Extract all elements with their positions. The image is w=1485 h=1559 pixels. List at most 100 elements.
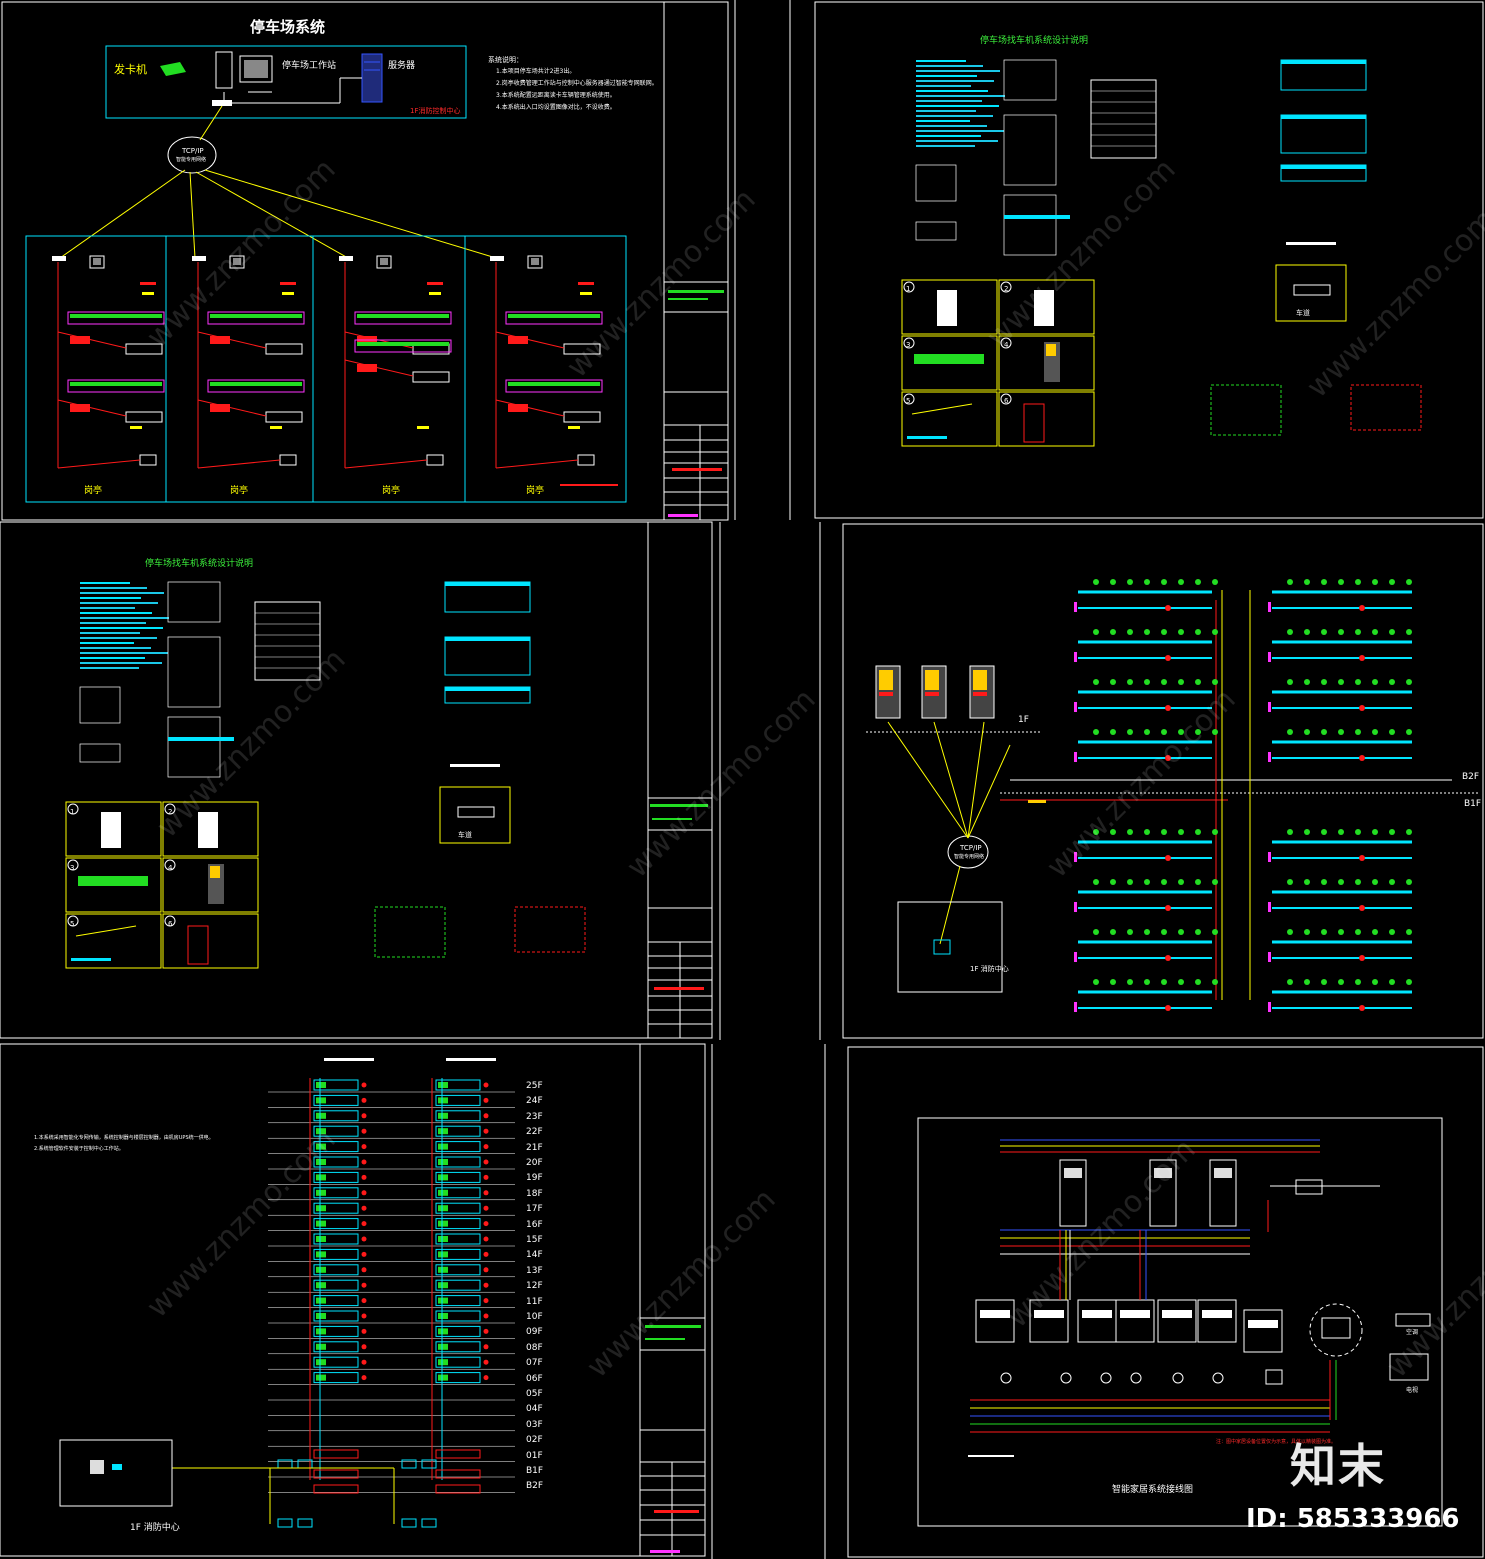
floor-controller — [435, 1218, 481, 1230]
title-block-colors — [645, 290, 724, 1553]
controller-led — [438, 1266, 448, 1273]
floor-controller — [313, 1325, 359, 1337]
kiosk-screen — [925, 670, 939, 690]
floor-controller — [313, 1110, 359, 1122]
parking-light — [1389, 829, 1395, 835]
parking-light — [1372, 579, 1378, 585]
signal-line — [344, 459, 428, 469]
panel3-title: 停车场找车机系统设计说明 — [145, 559, 254, 569]
light-fixture — [1130, 1372, 1142, 1384]
device — [483, 1082, 489, 1088]
pc-screen — [233, 258, 241, 265]
parking-light — [1304, 629, 1310, 635]
floor-controller — [313, 1156, 359, 1168]
device — [361, 1205, 367, 1211]
device — [361, 1313, 367, 1319]
parking-light — [1144, 679, 1150, 685]
parking-light — [1338, 979, 1344, 985]
distribution-box — [1209, 1159, 1237, 1227]
parking-light — [1355, 829, 1361, 835]
sensor — [1359, 905, 1365, 911]
parking-light — [1144, 829, 1150, 835]
module-face — [1120, 1310, 1150, 1318]
parking-light — [1321, 879, 1327, 885]
parking-light — [1304, 579, 1310, 585]
workstation — [90, 1460, 104, 1474]
controller-led — [438, 1343, 448, 1350]
end-cap — [1268, 702, 1271, 712]
pc-monitor — [376, 255, 392, 269]
note-1: 1.本项目停车场共计2进3出。 — [496, 68, 576, 75]
server-label: 服务器 — [388, 61, 416, 71]
parking-light — [1093, 629, 1099, 635]
text-line — [916, 100, 982, 102]
parking-light — [1338, 829, 1344, 835]
light-fixture — [1060, 1372, 1072, 1384]
floor-switch — [421, 1518, 437, 1528]
text-line — [80, 582, 130, 584]
parking-light — [1389, 879, 1395, 885]
parking-light — [1093, 829, 1099, 835]
panel2-item-3: 3 — [906, 341, 911, 349]
text-line — [80, 607, 135, 609]
module-face — [1202, 1310, 1232, 1318]
booth-label-1: 岗亭 — [84, 486, 103, 496]
pc-monitor — [229, 255, 245, 269]
spec-table — [444, 636, 531, 676]
parking-light — [1304, 979, 1310, 985]
network-label-2: 智能专用网络 — [176, 157, 207, 163]
floor-label: 12F — [526, 1281, 543, 1292]
floor-label: 19F — [526, 1173, 543, 1184]
end-cap — [1074, 902, 1077, 912]
controller-led — [316, 1313, 326, 1319]
note-table — [167, 581, 221, 623]
floor-controller — [313, 1171, 359, 1183]
text-line — [916, 65, 983, 67]
floor-label: 03F — [526, 1419, 543, 1430]
floor-controller — [435, 1125, 481, 1137]
tag — [142, 292, 154, 295]
floor-label: 25F — [526, 1081, 543, 1091]
parking-light — [1110, 679, 1116, 685]
parking-light — [1321, 729, 1327, 735]
floor-label: 04F — [526, 1404, 543, 1415]
barrier-controller — [505, 311, 603, 325]
ramp — [911, 403, 973, 415]
device — [483, 1097, 489, 1103]
panel5-note-1: 1.本系统采用智能化专网传输，系统控制器与楼层控制器，由机房UPS统一供电。 — [34, 1135, 214, 1141]
parking-light — [1110, 629, 1116, 635]
barrier-controller — [354, 311, 452, 325]
floor-switch — [277, 1518, 293, 1528]
parking-light — [1212, 629, 1218, 635]
parking-light — [1144, 579, 1150, 585]
parking-light — [1389, 679, 1395, 685]
floor-controller — [313, 1141, 359, 1153]
text-line — [916, 60, 966, 62]
card-reader — [412, 371, 450, 383]
controller-led — [316, 1297, 326, 1304]
end-cap — [1074, 652, 1077, 662]
floor-label: 09F — [526, 1327, 543, 1338]
text-line — [80, 637, 157, 639]
floor-controller — [435, 1248, 481, 1260]
floor-controller — [435, 1310, 481, 1322]
item-number-circle — [164, 859, 176, 871]
device — [361, 1159, 367, 1165]
controller-led — [316, 1220, 326, 1227]
note-3: 3.本系统配置远距离读卡车辆管理系统使用。 — [496, 92, 616, 99]
controller-bus — [357, 342, 449, 346]
tag — [580, 292, 592, 295]
text-line — [916, 130, 1004, 132]
floor-label: 22F — [526, 1127, 543, 1138]
controller-led — [438, 1205, 448, 1212]
parking-light — [1178, 829, 1184, 835]
parking-light — [1144, 979, 1150, 985]
parking-light — [1372, 979, 1378, 985]
module — [1243, 1309, 1283, 1353]
parking-light — [1093, 679, 1099, 685]
controller-led — [438, 1236, 448, 1242]
floor-switch — [277, 1459, 293, 1469]
module — [1157, 1299, 1197, 1343]
parking-light — [1195, 679, 1201, 685]
barrier-controller — [207, 311, 305, 325]
